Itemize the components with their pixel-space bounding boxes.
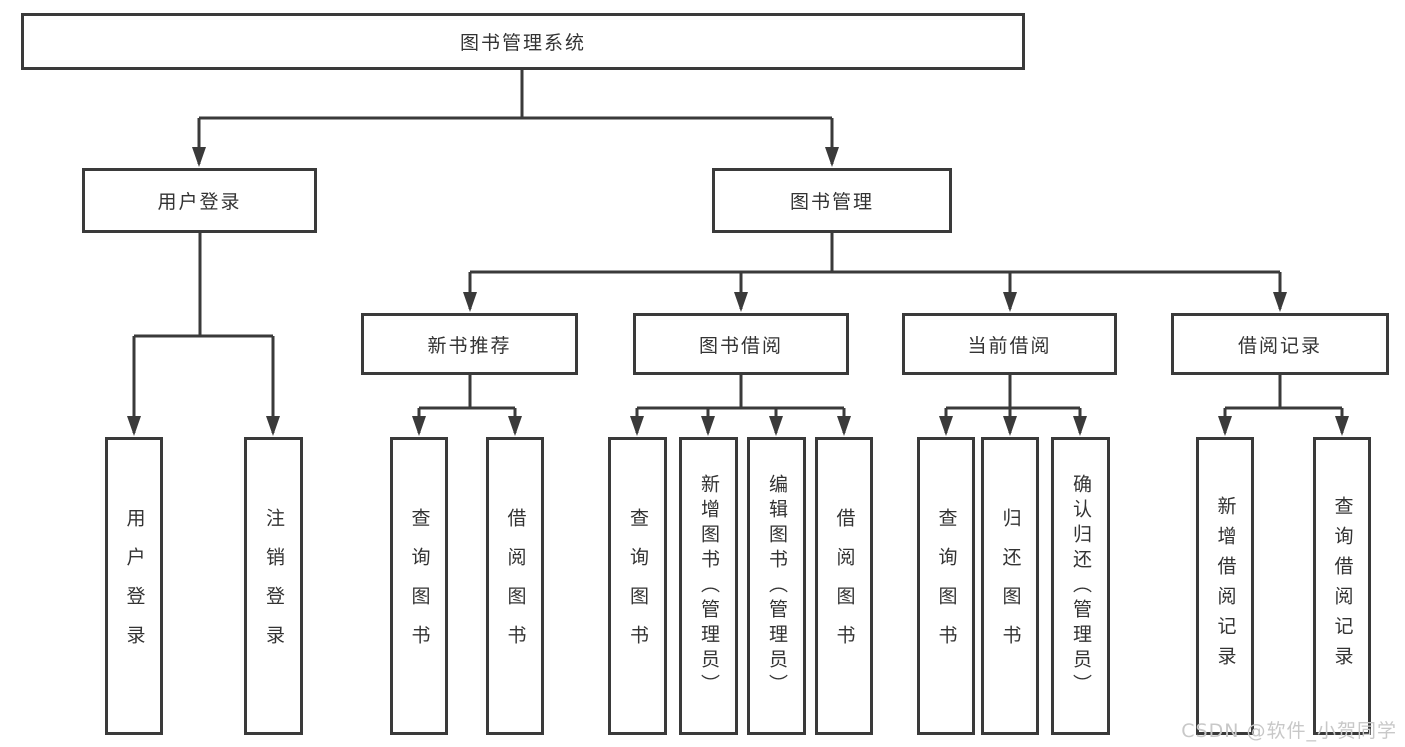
- node-new-book-recommend: 新书推荐: [361, 313, 578, 375]
- leaf-user-login: 用户登录: [105, 437, 163, 735]
- leaf-borrow-edit-books-admin: 编辑图书（管理员）: [747, 437, 806, 735]
- node-book-borrow: 图书借阅: [633, 313, 849, 375]
- leaf-borrow-borrow-books: 借阅图书: [815, 437, 873, 735]
- leaf-records-add-record: 新增借阅记录: [1196, 437, 1254, 735]
- leaf-newbook-borrow-books-label: 借阅图书: [504, 508, 527, 664]
- leaf-newbook-query-books-label: 查询图书: [408, 508, 431, 664]
- node-book-management: 图书管理: [712, 168, 952, 233]
- leaf-records-query-record: 查询借阅记录: [1313, 437, 1371, 735]
- leaf-current-confirm-return-admin-label: 确认归还（管理员）: [1070, 473, 1092, 699]
- leaf-records-add-record-label: 新增借阅记录: [1214, 496, 1237, 676]
- leaf-logout-login: 注销登录: [244, 437, 303, 735]
- leaf-user-login-label: 用户登录: [123, 508, 146, 664]
- leaf-current-return-books-label: 归还图书: [999, 508, 1022, 664]
- leaf-borrow-add-books-admin: 新增图书（管理员）: [679, 437, 738, 735]
- leaf-borrow-borrow-books-label: 借阅图书: [833, 508, 856, 664]
- node-current-borrow: 当前借阅: [902, 313, 1117, 375]
- leaf-borrow-edit-books-admin-label: 编辑图书（管理员）: [766, 473, 788, 699]
- csdn-watermark: CSDN @软件_小贺同学: [1181, 720, 1397, 742]
- leaf-current-confirm-return-admin: 确认归还（管理员）: [1051, 437, 1110, 735]
- leaf-current-query-books: 查询图书: [917, 437, 975, 735]
- leaf-current-query-books-label: 查询图书: [935, 508, 958, 664]
- node-user-login: 用户登录: [82, 168, 317, 233]
- node-borrow-records: 借阅记录: [1171, 313, 1389, 375]
- leaf-logout-login-label: 注销登录: [263, 508, 285, 664]
- leaf-current-return-books: 归还图书: [981, 437, 1039, 735]
- leaf-borrow-query-books-label: 查询图书: [627, 508, 649, 664]
- leaf-newbook-query-books: 查询图书: [390, 437, 448, 735]
- leaf-borrow-query-books: 查询图书: [608, 437, 667, 735]
- leaf-borrow-add-books-admin-label: 新增图书（管理员）: [698, 473, 720, 699]
- leaf-newbook-borrow-books: 借阅图书: [486, 437, 544, 735]
- node-library-management-system: 图书管理系统: [21, 13, 1025, 70]
- leaf-records-query-record-label: 查询借阅记录: [1331, 496, 1354, 676]
